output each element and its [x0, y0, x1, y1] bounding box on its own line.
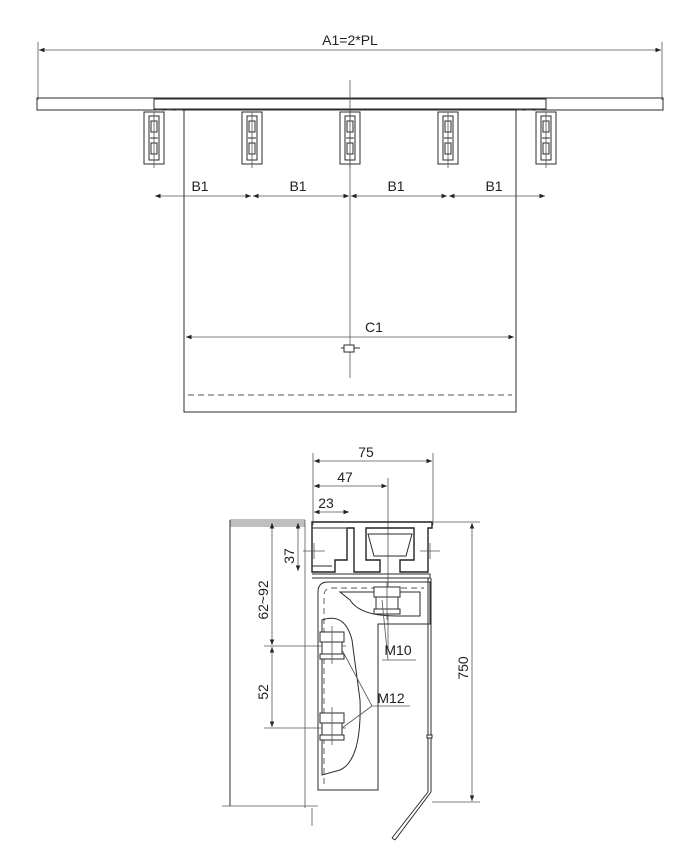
- curtain-section: [391, 578, 433, 841]
- hanger-bracket: [437, 111, 459, 168]
- dim-23: 23: [314, 495, 349, 515]
- dim-62-92: 62~92: [255, 523, 346, 647]
- bolt-m12-label: M12: [377, 690, 404, 706]
- bracket-spacing-dimensions: B1 B1 B1 B1: [155, 178, 545, 199]
- section-view: 75 47 23: [222, 444, 480, 841]
- bolts-m12: M12: [319, 626, 410, 745]
- hanger-brackets: [143, 111, 557, 168]
- bolt-m10: M10: [373, 582, 416, 661]
- overall-width-dimension: A1=2*PL: [37, 32, 663, 100]
- rail-profile: [303, 521, 440, 579]
- ceiling-wall: [222, 519, 318, 826]
- hanger-bracket: [535, 111, 557, 168]
- hanger-bracket: [143, 111, 165, 168]
- bracket-spacing-label: B1: [387, 178, 404, 194]
- dim-23-label: 23: [318, 495, 334, 511]
- bolt-m10-label: M10: [384, 642, 411, 658]
- dim-47: 47: [314, 469, 389, 650]
- mounting-bracket: [317, 581, 431, 791]
- bracket-spacing-label: B1: [289, 178, 306, 194]
- hanger-bracket: [241, 111, 263, 168]
- dim-750-label: 750: [455, 656, 471, 680]
- dim-47-label: 47: [337, 469, 353, 485]
- dim-62-92-label: 62~92: [255, 580, 271, 620]
- bolt-m12: [319, 626, 345, 664]
- dim-75-label: 75: [358, 444, 374, 460]
- bracket-spacing-label: B1: [191, 178, 208, 194]
- dim-52-label: 52: [255, 684, 271, 700]
- top-view: A1=2*PL: [36, 32, 664, 413]
- curtain-width-label: C1: [365, 319, 383, 335]
- curtain-panel: C1: [183, 109, 517, 413]
- hanger-bracket: [339, 111, 361, 168]
- overall-width-label: A1=2*PL: [322, 32, 378, 48]
- dim-37-label: 37: [281, 548, 297, 564]
- bolt-m12: [319, 707, 345, 745]
- dim-37: 37: [281, 523, 301, 571]
- pull-handle: [341, 344, 360, 353]
- dim-75: 75: [312, 444, 434, 525]
- dim-750: 750: [432, 521, 480, 803]
- bracket-spacing-label: B1: [485, 178, 502, 194]
